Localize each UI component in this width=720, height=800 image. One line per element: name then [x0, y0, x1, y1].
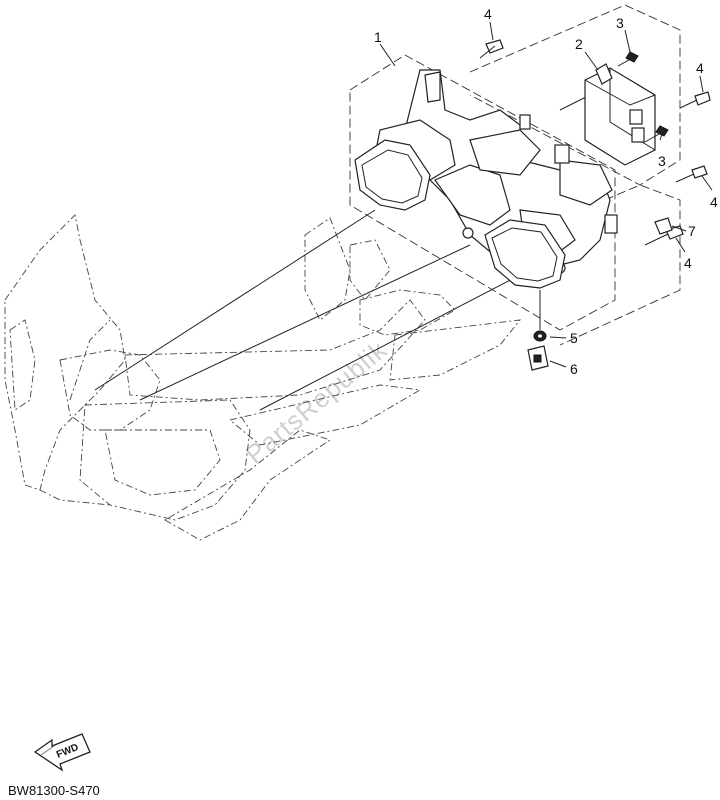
callout-2: 2	[575, 36, 583, 52]
bolt-4-middle-right	[675, 165, 708, 183]
screw-3-lower	[644, 125, 669, 143]
bolt-4-upper-right	[679, 91, 711, 109]
bolt-4-top	[479, 39, 504, 59]
control-unit	[584, 63, 656, 166]
screw-3-upper	[617, 51, 639, 67]
callout-6: 6	[570, 361, 578, 377]
headlight-bracket-assembly	[374, 69, 618, 274]
callout-4-upper-right: 4	[696, 60, 704, 76]
fwd-arrow-icon: FWD	[33, 733, 91, 772]
headlight-assembly-box	[349, 4, 681, 346]
callout-5: 5	[570, 330, 578, 346]
callout-4-top: 4	[484, 6, 492, 22]
front-fairing-outline	[4, 214, 522, 541]
nut-7	[654, 217, 673, 235]
washer-5	[533, 330, 547, 342]
callout-7: 7	[688, 223, 696, 239]
callout-1: 1	[374, 29, 382, 45]
left-headlight-lens	[354, 139, 431, 211]
right-headlight-lens	[484, 219, 566, 289]
callout-3-lower: 3	[658, 153, 666, 169]
callout-leaders	[379, 21, 713, 368]
callout-3-upper: 3	[616, 15, 624, 31]
callout-4-lower-right: 4	[684, 255, 692, 271]
clip-nut-6	[527, 345, 549, 371]
callout-4-middle-right: 4	[710, 194, 718, 210]
diagram-code: BW81300-S470	[8, 783, 100, 798]
